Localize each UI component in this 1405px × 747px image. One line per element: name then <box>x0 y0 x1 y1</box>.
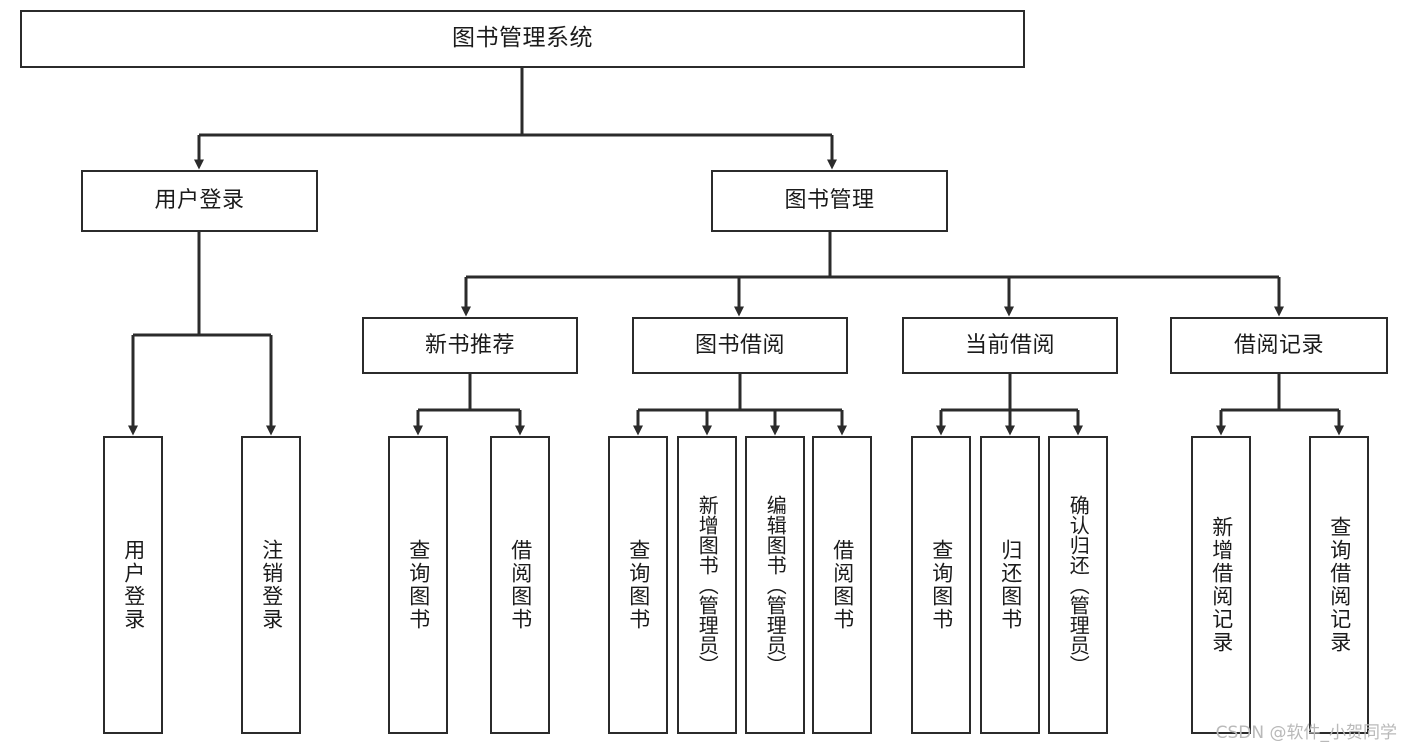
node-book-management[interactable]: 图书管理 <box>711 170 948 232</box>
watermark-text: CSDN @软件_小贺同学 <box>1215 723 1397 743</box>
node-label: 查询图书 <box>626 539 651 631</box>
leaf-borrow-borrow-book[interactable]: 借阅图书 <box>812 436 872 734</box>
node-label: 查询图书 <box>929 539 954 631</box>
leaf-current-query-book[interactable]: 查询图书 <box>911 436 971 734</box>
node-label: 查询图书 <box>406 539 431 631</box>
leaf-current-confirm-return-admin[interactable]: 确认归还（管理员） <box>1048 436 1108 734</box>
node-label: 当前借阅 <box>964 332 1055 358</box>
node-current-borrow[interactable]: 当前借阅 <box>902 317 1118 374</box>
node-label: 图书借阅 <box>694 332 785 358</box>
leaf-records-add-record[interactable]: 新增借阅记录 <box>1191 436 1251 734</box>
node-label: 图书管理 <box>784 188 875 214</box>
leaf-borrow-add-book-admin[interactable]: 新增图书（管理员） <box>677 436 737 734</box>
node-borrow-records[interactable]: 借阅记录 <box>1170 317 1388 374</box>
node-label: 新增图书（管理员） <box>695 495 720 675</box>
node-user-login[interactable]: 用户登录 <box>81 170 318 232</box>
leaf-borrow-query-book[interactable]: 查询图书 <box>608 436 668 734</box>
node-new-book-recommend[interactable]: 新书推荐 <box>362 317 578 374</box>
leaf-recommend-borrow-book[interactable]: 借阅图书 <box>490 436 550 734</box>
node-label: 查询借阅记录 <box>1327 516 1352 654</box>
leaf-borrow-edit-book-admin[interactable]: 编辑图书（管理员） <box>745 436 805 734</box>
leaf-recommend-query-book[interactable]: 查询图书 <box>388 436 448 734</box>
leaf-user-login-logout[interactable]: 注销登录 <box>241 436 301 734</box>
node-label: 借阅图书 <box>830 539 855 631</box>
node-root-system[interactable]: 图书管理系统 <box>20 10 1025 68</box>
leaf-current-return-book[interactable]: 归还图书 <box>980 436 1040 734</box>
node-book-borrow[interactable]: 图书借阅 <box>632 317 848 374</box>
node-label: 借阅图书 <box>508 539 533 631</box>
node-label: 新增借阅记录 <box>1209 516 1234 654</box>
node-label: 图书管理系统 <box>452 25 593 52</box>
leaf-records-query-record[interactable]: 查询借阅记录 <box>1309 436 1369 734</box>
node-label: 注销登录 <box>259 539 284 631</box>
node-label: 借阅记录 <box>1233 332 1324 358</box>
node-label: 编辑图书（管理员） <box>763 495 788 675</box>
node-label: 用户登录 <box>154 188 245 214</box>
node-label: 确认归还（管理员） <box>1066 495 1091 675</box>
leaf-user-login-login[interactable]: 用户登录 <box>103 436 163 734</box>
node-label: 归还图书 <box>998 539 1023 631</box>
node-label: 用户登录 <box>121 539 146 631</box>
node-label: 新书推荐 <box>424 332 515 358</box>
